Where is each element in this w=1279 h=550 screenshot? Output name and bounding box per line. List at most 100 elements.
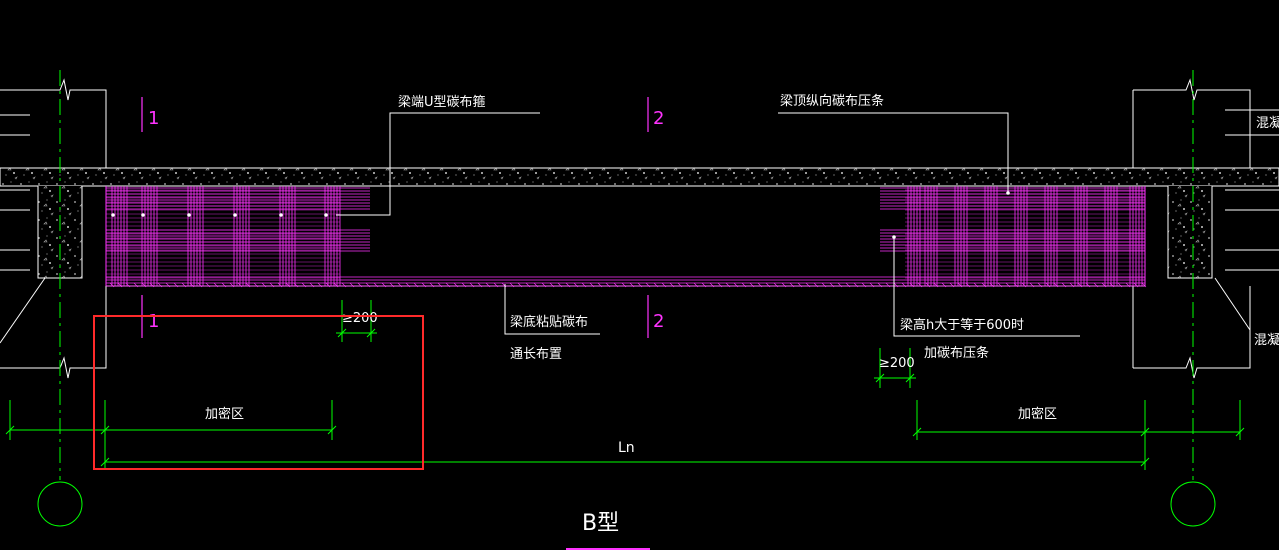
section-marker-1-bottom: 1 <box>148 311 159 332</box>
bottom-fabric-tick <box>509 282 515 288</box>
dimension-lines <box>5 300 1245 470</box>
bottom-fabric-tick <box>165 282 171 288</box>
leader-lines <box>336 112 1080 337</box>
dim-min-spacing-right: ≥200 <box>879 356 915 371</box>
bottom-fabric-tick <box>901 282 907 288</box>
bottom-fabric-tick <box>293 282 299 288</box>
callout-top-strip: 梁顶纵向碳布压条 <box>780 93 884 109</box>
bottom-fabric-tick <box>469 282 475 288</box>
bottom-fabric-tick <box>349 282 355 288</box>
bottom-fabric-tick <box>237 282 243 288</box>
bottom-fabric-tick <box>1069 282 1075 288</box>
bottom-fabric-tick <box>733 282 739 288</box>
bottom-fabric-tick <box>773 282 779 288</box>
grid-axes <box>37 70 1216 527</box>
bottom-fabric-tick <box>677 282 683 288</box>
bottom-fabric-tick <box>245 282 251 288</box>
bottom-fabric-tick <box>341 282 347 288</box>
bottom-fabric-tick <box>821 282 827 288</box>
bottom-fabric-tick <box>629 282 635 288</box>
anchor-dot-left-5 <box>324 213 328 217</box>
bottom-fabric-tick <box>637 282 643 288</box>
bottom-fabric-tick <box>1053 282 1059 288</box>
bottom-fabric-tick <box>1029 282 1035 288</box>
bottom-fabric-tick <box>357 282 363 288</box>
bottom-fabric-tick <box>589 282 595 288</box>
bottom-fabric-tick <box>789 282 795 288</box>
bottom-fabric-tick <box>853 282 859 288</box>
bottom-fabric-tick <box>429 282 435 288</box>
bottom-fabric-tick <box>453 282 459 288</box>
bottom-fabric-tick <box>981 282 987 288</box>
callout-bottom-fabric: 梁底粘贴碳布 <box>510 314 588 330</box>
bottom-fabric-tick <box>805 282 811 288</box>
bottom-fabric-tick <box>565 282 571 288</box>
bottom-fabric-tick <box>717 282 723 288</box>
bottom-fabric-tick <box>325 282 331 288</box>
bottom-fabric-tick <box>669 282 675 288</box>
bottom-fabric-tick <box>189 282 195 288</box>
bottom-fabric-tick <box>533 282 539 288</box>
bottom-fabric-tick <box>685 282 691 288</box>
bottom-fabric-tick <box>861 282 867 288</box>
bottom-fabric-tick <box>725 282 731 288</box>
bottom-fabric-tick <box>229 282 235 288</box>
bottom-fabric-tick <box>277 282 283 288</box>
bottom-fabric-tick <box>573 282 579 288</box>
bottom-fabric-tick <box>845 282 851 288</box>
bottom-fabric-tick <box>1077 282 1083 288</box>
bottom-fabric-tick <box>109 282 115 288</box>
bottom-fabric-tick <box>757 282 763 288</box>
bottom-fabric-tick <box>797 282 803 288</box>
bottom-fabric-tick <box>485 282 491 288</box>
bottom-fabric-tick <box>141 282 147 288</box>
bottom-fabric-tick <box>885 282 891 288</box>
bottom-fabric-tick <box>1005 282 1011 288</box>
bottom-fabric-tick <box>413 282 419 288</box>
highlight-selection-box[interactable] <box>93 315 424 470</box>
bottom-fabric-tick <box>829 282 835 288</box>
bottom-fabric-tick <box>525 282 531 288</box>
bottom-fabric-tick <box>813 282 819 288</box>
bottom-fabric-tick <box>157 282 163 288</box>
bottom-fabric-tick <box>181 282 187 288</box>
bottom-fabric-tick <box>869 282 875 288</box>
bottom-fabric-tick <box>373 282 379 288</box>
bottom-fabric-tick <box>477 282 483 288</box>
bottom-fabric-tick <box>605 282 611 288</box>
bottom-fabric-tick <box>285 282 291 288</box>
bottom-fabric-tick <box>933 282 939 288</box>
bottom-fabric-tick <box>749 282 755 288</box>
bottom-fabric-tick <box>781 282 787 288</box>
bottom-fabric-tick <box>493 282 499 288</box>
section-marker-2-top: 2 <box>653 108 664 129</box>
bottom-fabric-tick <box>149 282 155 288</box>
section-marker-2-bottom: 2 <box>653 311 664 332</box>
bottom-fabric-tick <box>437 282 443 288</box>
carbon-fabric-layer <box>105 186 1147 288</box>
bottom-fabric-tick <box>1101 282 1107 288</box>
edge-label-right-top: 混凝 <box>1256 115 1279 131</box>
bottom-fabric-tick <box>389 282 395 288</box>
bottom-fabric-tick <box>309 282 315 288</box>
grid-bubble-left <box>37 481 83 527</box>
bottom-fabric-tick <box>973 282 979 288</box>
bottom-fabric-tick <box>381 282 387 288</box>
bottom-fabric-tick <box>405 282 411 288</box>
bottom-fabric-tick <box>333 282 339 288</box>
bottom-fabric-tick <box>549 282 555 288</box>
callout-bottom-fabric-2: 通长布置 <box>510 347 562 362</box>
concrete-hatch <box>0 167 1279 279</box>
bottom-fabric-tick <box>893 282 899 288</box>
callout-u-hoop: 梁端U型碳布箍 <box>398 94 486 110</box>
bottom-fabric-tick <box>1093 282 1099 288</box>
dim-dense-zone-left: 加密区 <box>205 406 244 422</box>
bottom-fabric-tick <box>597 282 603 288</box>
dim-dense-zone-right: 加密区 <box>1018 406 1057 422</box>
bottom-fabric-tick <box>1037 282 1043 288</box>
bottom-fabric-tick <box>317 282 323 288</box>
edge-label-right-bottom: 混凝 <box>1254 332 1279 348</box>
anchor-dot-left-2 <box>187 213 191 217</box>
grid-bubble-right <box>1170 481 1216 527</box>
